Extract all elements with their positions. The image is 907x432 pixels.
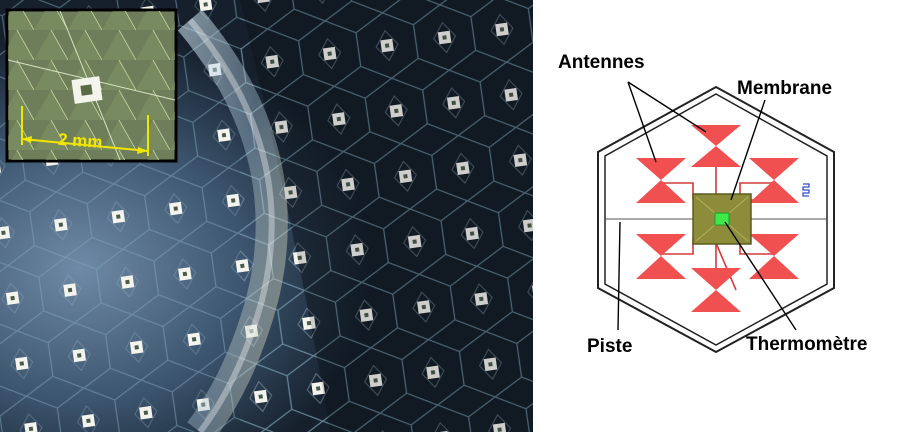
antenna-top: [691, 125, 741, 167]
array-photograph: 2 mm: [0, 0, 533, 432]
label-membrane: Membrane: [737, 78, 833, 99]
antenna-upper-right: [749, 158, 799, 203]
meander-resistor: [802, 183, 810, 197]
label-antennes: Antennes: [558, 52, 645, 73]
hexagon-outer-outline: [597, 85, 835, 354]
inset-magnified-pixel: 2 mm: [5, 8, 178, 163]
scale-bar: 2 mm: [21, 106, 149, 156]
antennas: [636, 125, 799, 312]
annotation-leaders: [617, 81, 797, 331]
antenna-bottom: [691, 268, 741, 312]
label-thermometre: Thermomètre: [746, 334, 868, 355]
label-piste: Piste: [587, 336, 633, 357]
antenna-lower-left: [636, 234, 686, 279]
antenna-lower-right: [749, 234, 799, 279]
hexagon-inner-outline: [604, 93, 828, 346]
antenna-upper-left: [636, 158, 686, 203]
pixel-schematic: [597, 81, 835, 354]
scale-label: 2 mm: [57, 130, 103, 152]
thermometer: [714, 212, 730, 226]
